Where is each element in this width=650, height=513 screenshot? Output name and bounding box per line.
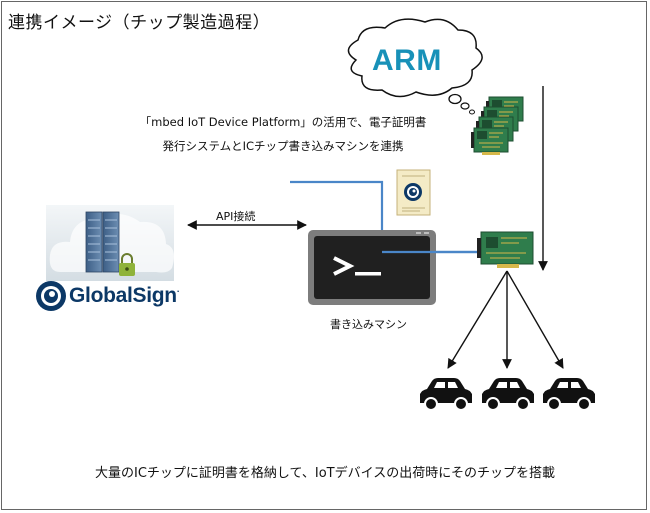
chip-board-stack-icon (470, 96, 524, 156)
car-icon (481, 377, 535, 411)
writing-machine-label: 書き込みマシン (330, 318, 407, 331)
description-line-1: 「mbed IoT Device Platform」の活用で、電子証明書 (139, 115, 427, 129)
thought-cloud-icon (347, 18, 483, 115)
page-title: 連携イメージ（チップ製造過程） (8, 13, 271, 33)
to-car-arrow-3 (506, 270, 564, 369)
api-connection-label: API接続 (216, 210, 256, 223)
arm-logo: ARM (372, 44, 442, 77)
cloud-server-icon (46, 205, 174, 281)
globalsign-brand: GlobalSign (69, 284, 177, 307)
to-car-arrow-1 (447, 270, 508, 369)
terminal-icon (308, 230, 436, 305)
chip-board-icon (477, 231, 534, 268)
description-line-2: 発行システムとICチップ書き込みマシンを連携 (162, 139, 404, 153)
car-icon (419, 377, 473, 411)
footer-caption: 大量のICチップに証明書を格納して、IoTデバイスの出荷時にそのチップを搭載 (95, 466, 555, 481)
globalsign-logo-text: GlobalSign. (69, 284, 179, 308)
globalsign-tm: . (176, 284, 180, 294)
certificate-icon (396, 169, 431, 216)
globalsign-eye-icon (36, 281, 66, 311)
car-icon (542, 377, 596, 411)
lock-icon (119, 253, 135, 276)
